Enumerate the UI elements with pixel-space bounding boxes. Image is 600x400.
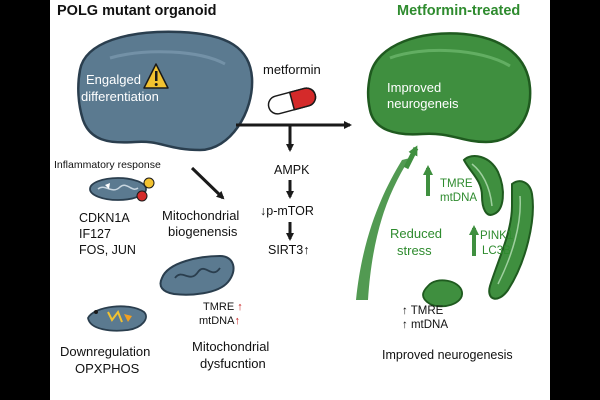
warning-icon [143,63,169,89]
bottom-mtdna-label: ↑ mtDNA [402,319,448,331]
biogenesis-label-line2: biogenensis [168,224,238,239]
footer-label: Improved neurogenesis [382,348,513,362]
tmre-label: TMRE ↑ [203,301,243,313]
elongated-mitochondrion-upper [462,155,504,216]
right-panel-title: Metformin-treated [397,3,521,19]
pathway-mtor: ↓p-mTOR [260,204,314,218]
improved-label-line2: neurogeneis [387,96,459,111]
large-mitochondrion-blue [77,30,254,152]
inflammatory-label: Inflammatory response [54,159,161,171]
biogenesis-label-line1: Mitochondrial [162,208,240,223]
green-swoosh [356,158,410,300]
reduced-stress-line1: Reduced [390,226,443,241]
metformin-capsule-icon [267,87,317,115]
downregulation-label-line1: Downregulation [60,344,151,359]
gene-label-2: IF127 [79,227,111,241]
tmre-mtdna-label-line1: TMRE [440,178,473,190]
engaged-label-line1: Engalged [86,72,141,87]
swoosh-arrowhead [403,145,419,170]
elongated-mitochondrion-lower [488,180,534,300]
mtdna-label: mtDNA↑ [199,315,240,327]
yellow-dot [143,177,155,189]
reduced-stress-line2: stress [397,243,432,258]
red-dot [136,190,148,202]
pink1-label: PINK1 [480,230,514,242]
gene-label-1: CDKN1A [79,211,130,225]
improved-label-line1: Improved [387,80,442,95]
large-mitochondrion-green [366,32,532,144]
inflamed-mitochondrion [89,177,147,201]
fragmented-mitochondrion [87,305,147,332]
arrow-to-biogenesis [190,166,225,200]
gene-label-3: FOS, JUN [79,243,136,257]
lc3b-label: LC3B [482,245,511,257]
tmre-mtdna-label-line2: mtDNA [440,192,478,204]
bottom-tmre-label: ↑ TMRE [402,305,444,317]
dysfunctional-mitochondrion [159,254,235,296]
pathway-sirt3: SIRT3↑ [268,243,310,257]
dysfunction-label-line2: dysfucntion [200,356,266,371]
downregulation-label-line2: OPXPHOS [75,361,140,376]
left-panel-title: POLG mutant organoid [57,3,217,19]
small-mitochondrion-green [422,279,463,308]
metformin-label: metformin [263,62,321,77]
dysfunction-label-line1: Mitochondrial [192,339,270,354]
engaged-label-line2: differentiation [81,89,159,104]
diagram-artwork [77,30,534,332]
diagram-canvas: POLG mutant organoid Engalged differenti… [50,0,550,400]
pathway-ampk: AMPK [274,163,310,177]
